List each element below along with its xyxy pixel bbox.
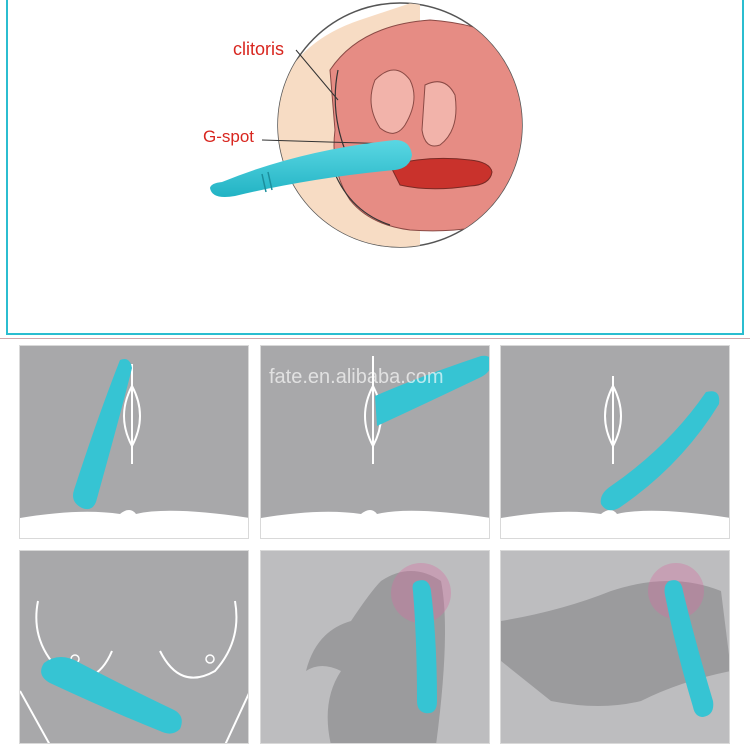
clitoris-label: clitoris: [233, 39, 285, 59]
gspot-label: G-spot: [203, 127, 255, 146]
vibrator-toy: [600, 391, 720, 511]
watermark: fate.en.alibaba.com: [269, 366, 444, 388]
vibrator-toy: [73, 359, 132, 510]
usage-panel-5: [260, 550, 490, 744]
vibrator-toy: [664, 580, 714, 717]
frame-border-bottom: [6, 333, 744, 335]
vibrator-toy: [412, 580, 437, 714]
anatomy-illustration: [210, 2, 523, 248]
anatomy-diagram-section: clitoris G-spot: [0, 0, 750, 335]
vibrator-toy: [41, 657, 182, 734]
usage-panel-2: fate.en.alibaba.com: [260, 345, 490, 539]
usage-panel-6: [500, 550, 730, 744]
vibrator-toy: [210, 140, 412, 197]
usage-panel-4: [19, 550, 249, 744]
frame-border-left: [6, 0, 8, 334]
vibrator-toy: [375, 355, 489, 426]
bladder: [370, 69, 415, 134]
section-divider: [0, 338, 750, 339]
frame-border-right: [742, 0, 744, 334]
usage-panel-3: [500, 345, 730, 539]
rectum: [389, 157, 493, 190]
clitoris-pointer: [295, 49, 339, 101]
usage-panel-1: [19, 345, 249, 539]
uterus: [421, 81, 457, 147]
